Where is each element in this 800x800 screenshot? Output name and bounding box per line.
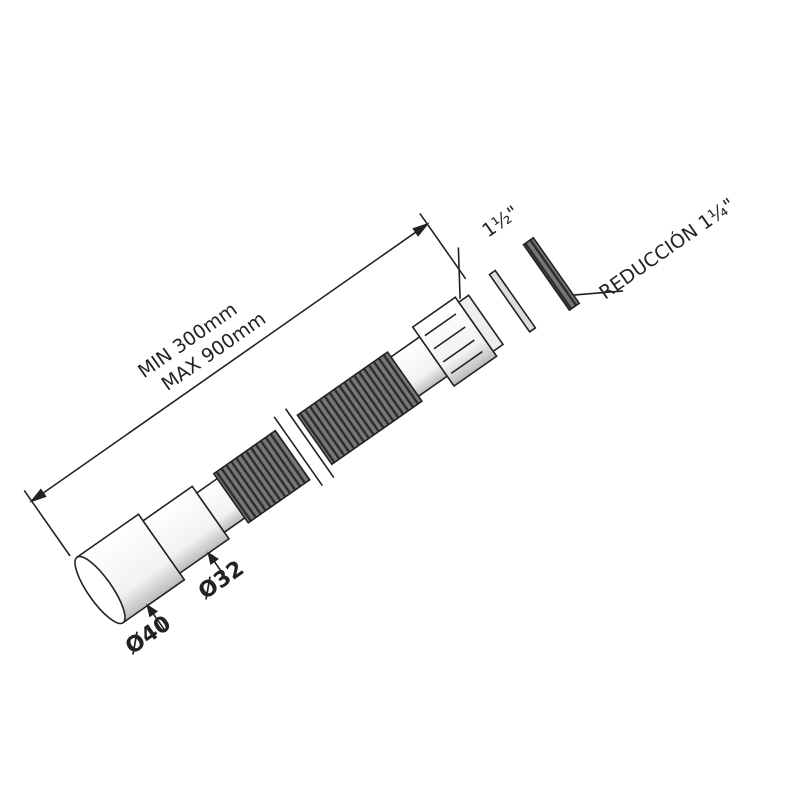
reduction-gasket	[522, 236, 581, 312]
thread-leader	[457, 247, 461, 299]
length-dimension	[23, 212, 467, 557]
reduction-label: REDUCCIÓN 1¼"	[594, 192, 739, 304]
pipe-end-opening	[74, 555, 126, 625]
reduction-leader	[573, 290, 624, 296]
washer	[488, 269, 537, 333]
break-symbol	[273, 408, 335, 487]
hose-assembly: MIN 300mm MAX 900mm	[23, 212, 624, 633]
thread-size-label: 1½"	[478, 202, 523, 243]
diameter-32-label: Ø32	[194, 556, 249, 605]
union-nut	[411, 294, 505, 388]
corrugated-hose-section	[212, 429, 311, 524]
